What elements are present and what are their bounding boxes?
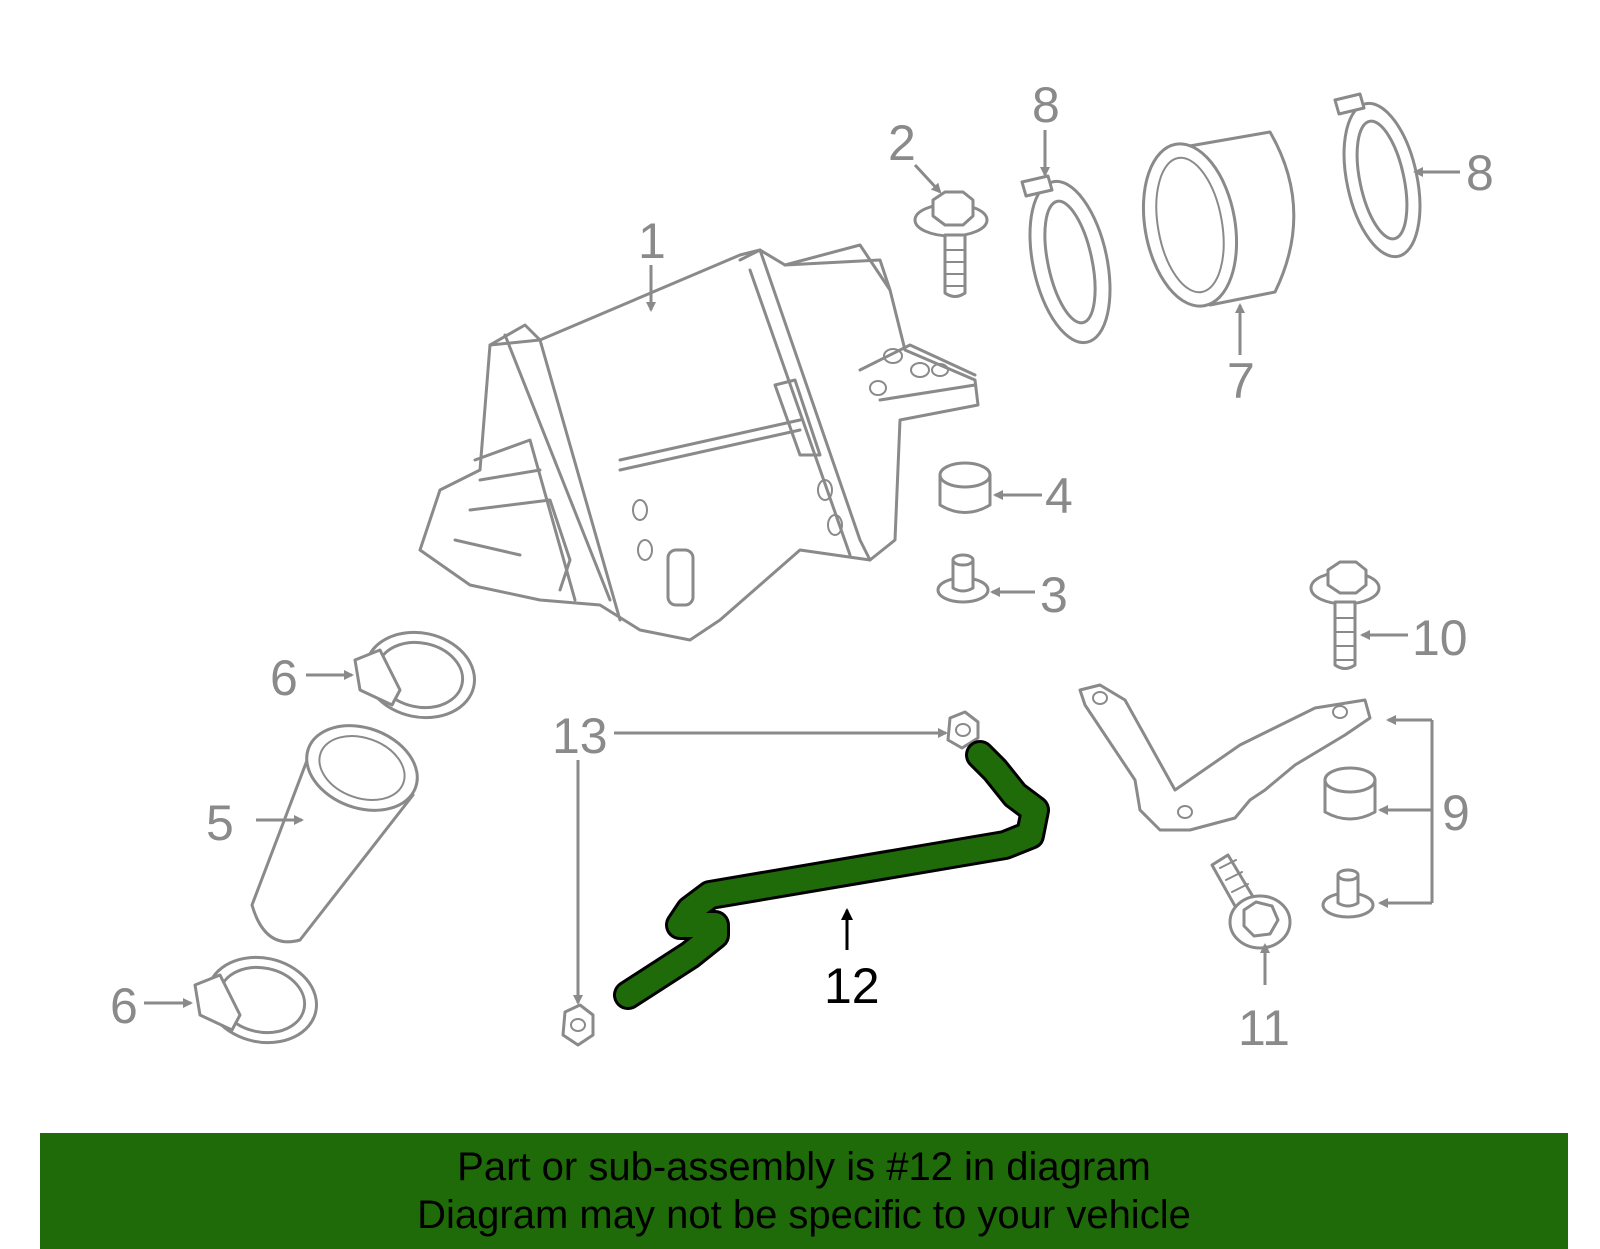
callout-8-right: 8 <box>1466 145 1494 201</box>
callout-11: 11 <box>1238 1000 1290 1056</box>
clamp-ring-8-left <box>1020 174 1112 345</box>
callout-6-lower: 6 <box>110 978 138 1034</box>
callout-5: 5 <box>206 795 234 851</box>
bolt-10 <box>1309 560 1381 670</box>
callout-6-upper: 6 <box>270 650 298 706</box>
intake-hose-5 <box>250 724 419 944</box>
grommet-9-upper <box>1323 766 1377 821</box>
callout-13: 13 <box>552 708 608 764</box>
callout-10: 10 <box>1412 610 1468 666</box>
coupler-7 <box>1141 130 1296 308</box>
grommet-4 <box>938 461 992 514</box>
callout-1: 1 <box>638 213 666 269</box>
part-info-banner: Part or sub-assembly is #12 in diagram D… <box>40 1133 1568 1249</box>
hose-clamp-6-lower <box>193 955 319 1045</box>
bolt-2 <box>913 190 989 298</box>
leader-lines <box>144 130 1460 1008</box>
banner-line-disclaimer: Diagram may not be specific to your vehi… <box>417 1193 1191 1237</box>
callout-4: 4 <box>1045 468 1073 524</box>
callout-12: 12 <box>824 958 880 1014</box>
callout-2: 2 <box>888 115 916 171</box>
grommet-3 <box>936 553 990 604</box>
callout-8-top: 8 <box>1032 77 1060 133</box>
banner-line-part: Part or sub-assembly is #12 in diagram <box>457 1145 1151 1189</box>
pipe-12-highlighted <box>613 740 1050 1010</box>
grommet-9-lower <box>1321 868 1375 919</box>
clamp-ring-8-right <box>1333 92 1422 259</box>
clip-13-lower <box>561 1003 595 1047</box>
callout-3: 3 <box>1040 567 1068 623</box>
callout-labels: 1 2 8 8 7 4 3 6 5 6 13 12 10 9 11 <box>110 77 1494 1056</box>
callout-9: 9 <box>1442 785 1470 841</box>
bolt-11 <box>1210 853 1292 950</box>
air-cleaner-housing <box>418 243 980 642</box>
clip-13-upper <box>946 710 980 750</box>
parts-diagram: 1 2 8 8 7 4 3 6 5 6 13 12 10 9 11 <box>110 77 1494 1056</box>
hose-clamp-6-upper <box>353 630 477 720</box>
callout-7: 7 <box>1227 353 1255 409</box>
bracket-9 <box>1078 683 1372 832</box>
